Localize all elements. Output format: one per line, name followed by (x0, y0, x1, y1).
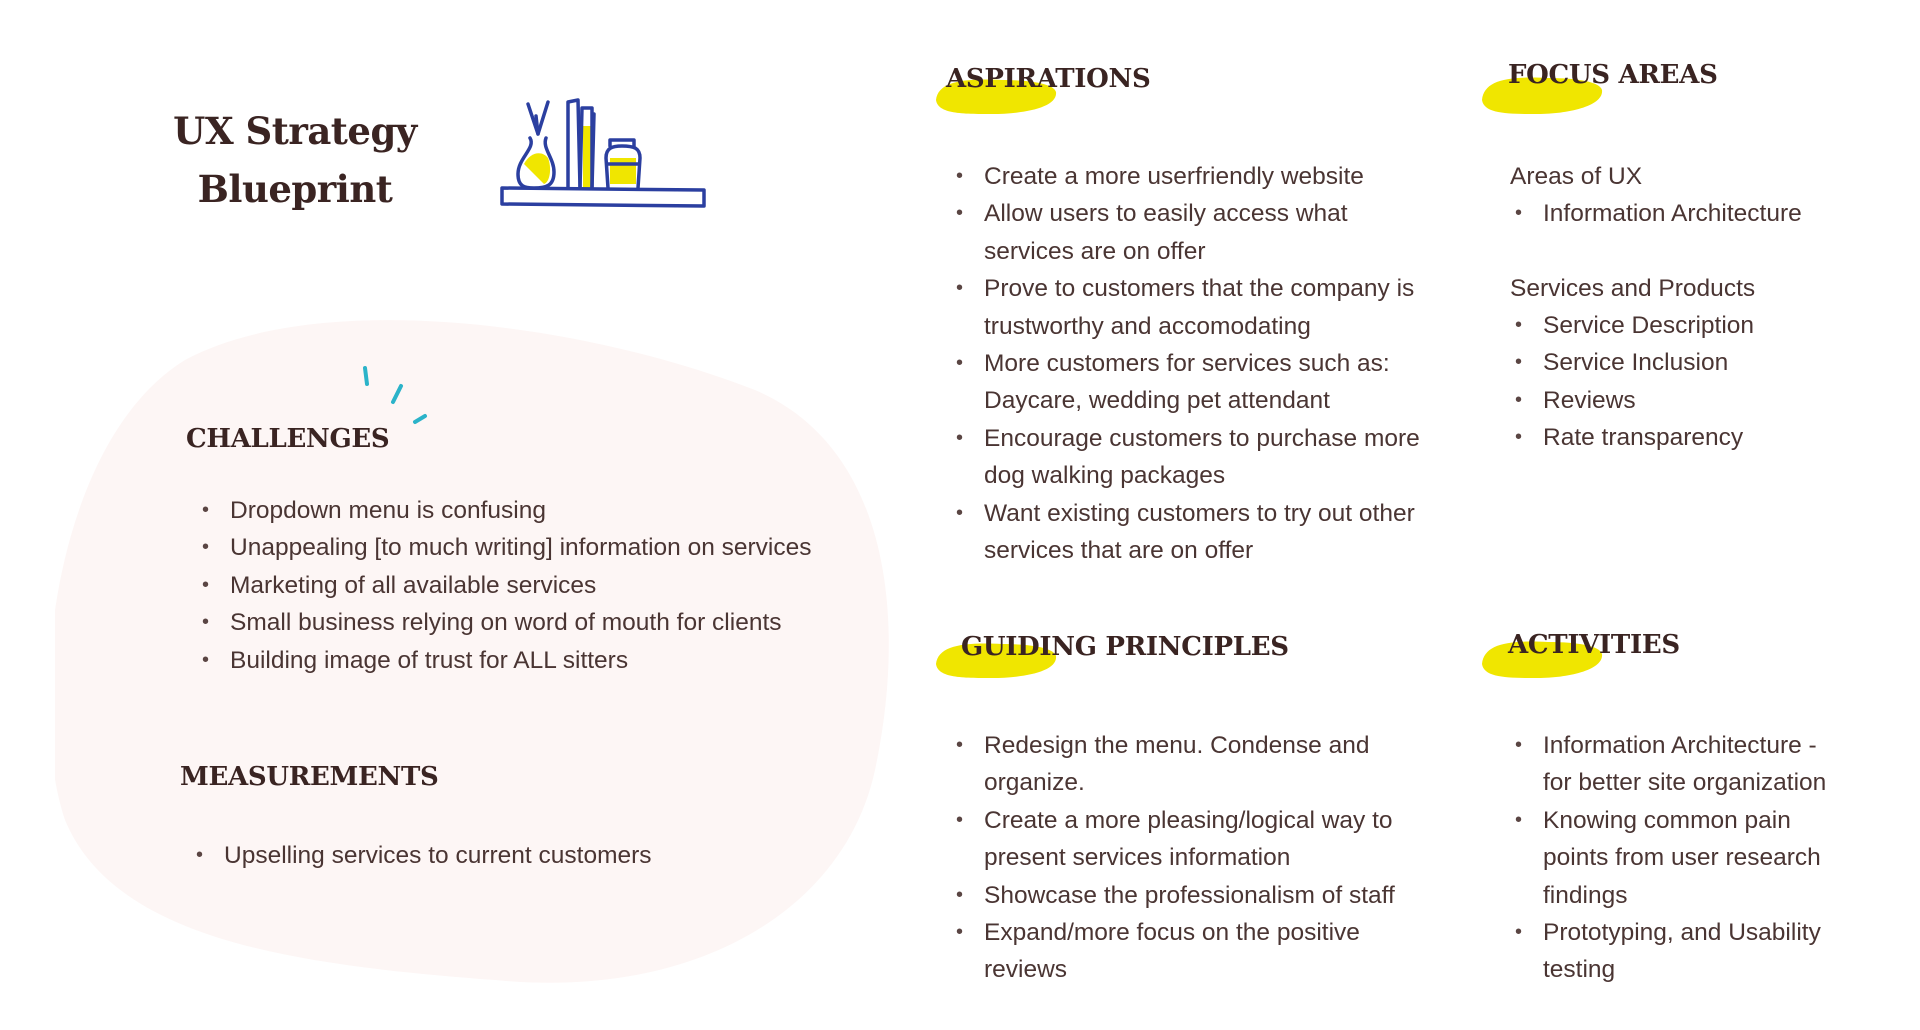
focus-areas-group-label: Services and Products (1510, 275, 1756, 302)
guiding-principles-highlight (936, 643, 1057, 678)
page-title: UX Strategy Blueprint (150, 102, 440, 218)
list-item: Create a more userfriendly website (950, 158, 1420, 196)
list-item: Service Inclusion (1509, 344, 1909, 382)
activities-highlight (1482, 641, 1603, 678)
list-item: Small business relying on word of mouth … (196, 604, 811, 642)
list-item: Unappealing [to much writing] informatio… (196, 529, 811, 567)
list-item: Redesign the menu. Condense and organize… (950, 727, 1420, 802)
list-item: Information Architecture - for better si… (1509, 727, 1849, 802)
guiding-principles-heading: GUIDING PRINCIPLES (961, 632, 1289, 662)
focus-areas-group-label: Areas of UX (1510, 163, 1643, 190)
list-item: Create a more pleasing/logical way to pr… (950, 802, 1420, 877)
list-item: Reviews (1509, 382, 1909, 420)
aspirations-list: Create a more userfriendly website Allow… (950, 158, 1420, 569)
list-item: Dropdown menu is confusing (196, 492, 811, 530)
list-item: Showcase the professionalism of staff (950, 877, 1420, 915)
focus-areas-list-ux: Information Architecture (1509, 195, 1909, 233)
focus-areas-heading: FOCUS AREAS (1508, 60, 1718, 90)
activities-list: Information Architecture - for better si… (1509, 727, 1849, 989)
aspirations-highlight (936, 79, 1057, 114)
activities-heading: ACTIVITIES (1508, 630, 1680, 660)
challenges-heading: CHALLENGES (186, 424, 390, 454)
list-item: Expand/more focus on the positive review… (950, 914, 1420, 989)
list-item: Upselling services to current customers (190, 837, 652, 875)
list-item: Allow users to easily access what servic… (950, 195, 1420, 270)
sparkle-icon (363, 366, 427, 424)
list-item: Rate transparency (1509, 419, 1909, 457)
list-item: Service Description (1509, 307, 1909, 345)
page-title-line-2: Blueprint (197, 167, 393, 211)
list-item: Encourage customers to purchase more dog… (950, 420, 1420, 495)
guiding-principles-list: Redesign the menu. Condense and organize… (950, 727, 1420, 989)
page-title-line-1: UX Strategy (173, 109, 417, 153)
bookshelf-illustration-icon (500, 98, 706, 208)
list-item: Want existing customers to try out other… (950, 495, 1420, 570)
list-item: Information Architecture (1509, 195, 1909, 233)
list-item: Building image of trust for ALL sitters (196, 642, 811, 680)
aspirations-heading: ASPIRATIONS (946, 64, 1151, 94)
list-item: Knowing common pain points from user res… (1509, 802, 1849, 914)
measurements-heading: MEASUREMENTS (180, 762, 439, 792)
measurements-list: Upselling services to current customers (190, 837, 652, 875)
focus-areas-highlight (1482, 77, 1603, 114)
focus-areas-list-services: Service Description Service Inclusion Re… (1509, 307, 1909, 457)
list-item: Marketing of all available services (196, 567, 811, 605)
list-item: More customers for services such as: Day… (950, 345, 1420, 420)
list-item: Prototyping, and Usability testing (1509, 914, 1849, 989)
challenges-list: Dropdown menu is confusing Unappealing [… (196, 492, 811, 679)
list-item: Prove to customers that the company is t… (950, 270, 1420, 345)
